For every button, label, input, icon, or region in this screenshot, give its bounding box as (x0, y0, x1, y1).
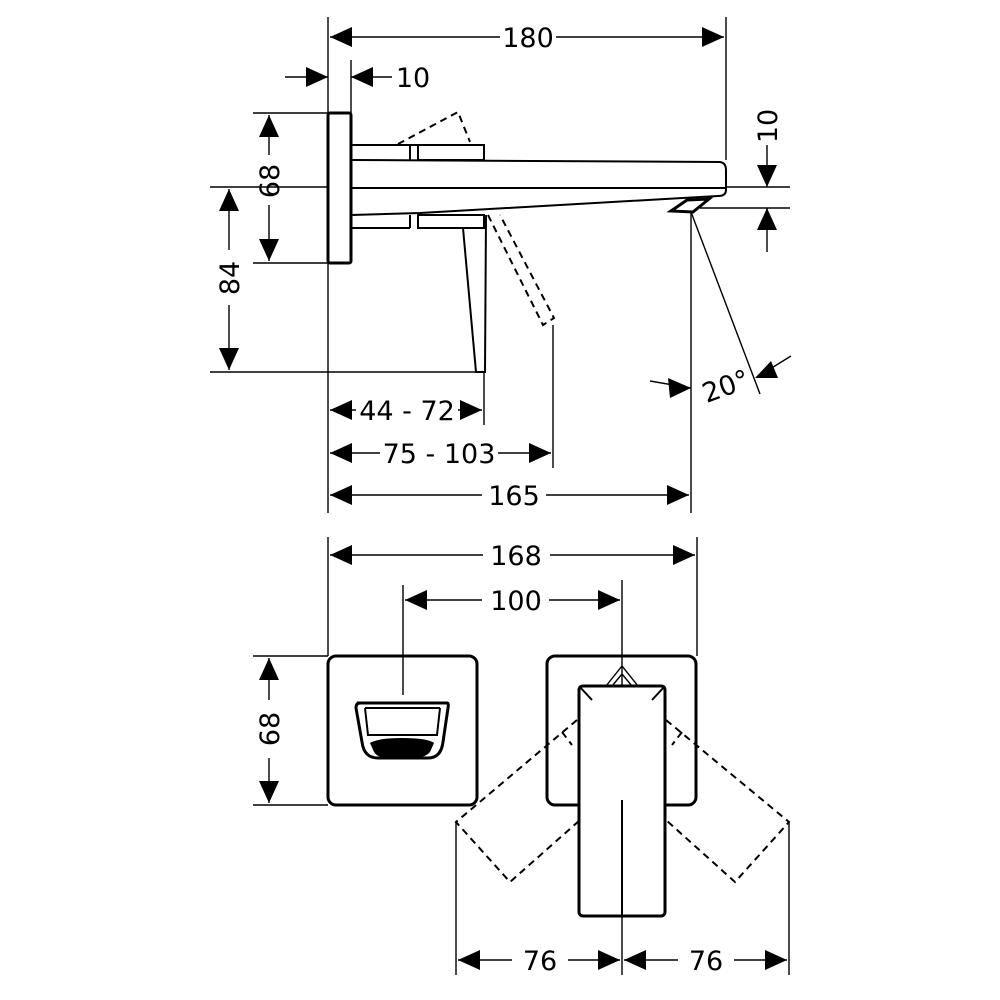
side-view: 180 10 68 84 (210, 17, 792, 513)
dim-76-right: 76 (624, 946, 787, 977)
front-lever-swing-right (665, 719, 791, 884)
dim-75-103-label: 75 - 103 (383, 439, 496, 470)
dim-outlet-10: 10 (753, 109, 784, 252)
dim-84-label: 84 (215, 261, 246, 295)
dim-165-label: 165 (488, 481, 540, 512)
front-spout-outlet (354, 701, 450, 760)
front-lever-swing-left (454, 719, 581, 884)
side-mixer-body (351, 144, 485, 229)
dim-75-103: 75 - 103 (330, 439, 551, 470)
dim-168-label: 168 (490, 541, 542, 572)
dim-165: 165 (330, 481, 689, 512)
dim-168: 168 (330, 541, 695, 572)
dim-180-label: 180 (502, 23, 554, 54)
dim-front-68: 68 (255, 658, 286, 803)
dim-44-72-label: 44 - 72 (359, 396, 455, 427)
dim-outlet-10-label: 10 (753, 109, 784, 143)
dim-angle-20: 20° (649, 355, 792, 410)
dim-76-left-label: 76 (523, 946, 557, 977)
side-wall-plate (326, 111, 353, 265)
dim-180: 180 (330, 23, 724, 54)
front-view: 168 100 68 76 (253, 537, 791, 977)
dim-side-68: 68 (255, 115, 286, 261)
front-lever (577, 684, 667, 918)
dim-100-label: 100 (490, 586, 542, 617)
side-lever (462, 214, 487, 373)
front-spout-plate (326, 654, 479, 807)
side-extension-lines (210, 17, 790, 513)
dim-plate-10-label: 10 (396, 63, 430, 94)
side-lever-swing-up (397, 110, 471, 145)
side-lever-swing-down (487, 214, 556, 327)
dim-44-72: 44 - 72 (330, 396, 482, 427)
dim-plate-10: 10 (285, 63, 430, 94)
dim-84: 84 (215, 189, 246, 370)
dim-side-68-label: 68 (255, 164, 286, 198)
dim-front-68-label: 68 (255, 712, 286, 746)
dim-angle-20-label: 20° (698, 364, 754, 409)
dim-76-left: 76 (458, 946, 620, 977)
front-lever-swing-top (605, 664, 639, 687)
dim-76-right-label: 76 (689, 946, 723, 977)
side-spout (350, 159, 727, 216)
dim-100: 100 (405, 586, 620, 617)
